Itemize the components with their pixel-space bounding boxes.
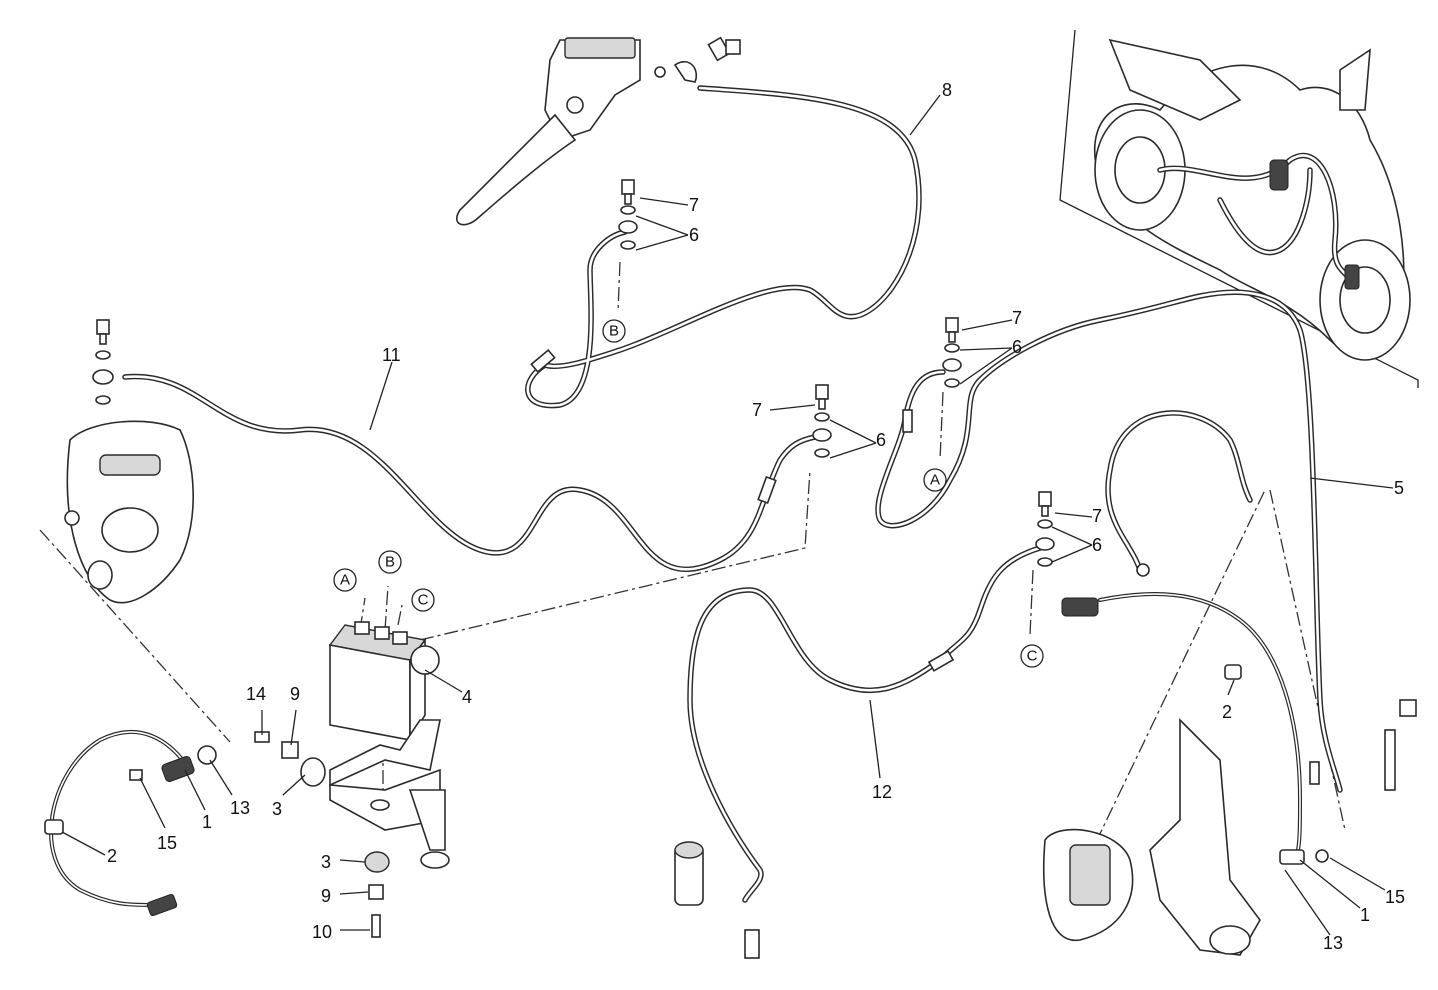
ref-circle-c: C	[1020, 644, 1044, 668]
svg-text:A: A	[930, 472, 940, 489]
rear-caliper	[1042, 563, 1417, 956]
front-caliper	[64, 420, 194, 604]
callout-5: 5	[1394, 478, 1404, 498]
svg-text:B: B	[385, 554, 395, 571]
callout-6: 6	[689, 225, 699, 245]
callout-10: 10	[312, 922, 332, 942]
callout-7: 7	[689, 195, 699, 215]
front-speed-sensor	[44, 745, 217, 917]
svg-text:C: C	[418, 592, 429, 609]
callout-6: 6	[876, 430, 886, 450]
callout-14: 14	[246, 684, 266, 704]
svg-text:C: C	[1027, 648, 1038, 665]
callout-9: 9	[290, 684, 300, 704]
abs-modulator	[254, 621, 450, 938]
ref-circle-a: A	[333, 568, 357, 592]
callout-1: 1	[202, 812, 212, 832]
callout-9: 9	[321, 886, 331, 906]
callout-2: 2	[107, 846, 117, 866]
callout-11: 11	[382, 345, 401, 365]
callout-8: 8	[942, 80, 952, 100]
front-master-cylinder	[455, 36, 741, 226]
leader-lines	[61, 94, 1394, 936]
callout-13: 13	[1323, 933, 1343, 953]
banjo-fittings	[92, 179, 1320, 785]
svg-text:A: A	[340, 572, 350, 589]
callout-7: 7	[1092, 506, 1102, 526]
ref-circle-c: C	[411, 588, 435, 612]
callout-13: 13	[230, 798, 250, 818]
callout-12: 12	[872, 782, 892, 802]
callout-1: 1	[1360, 905, 1370, 925]
ref-circle-a: A	[923, 468, 947, 492]
hose-8	[525, 85, 922, 409]
callouts: 8 7 6 B 11 7 6 7 6 A 5 7 6 C 12 A B C 4 …	[107, 80, 1405, 953]
brake-hoses	[49, 85, 1343, 907]
callout-15: 15	[157, 833, 177, 853]
callout-15: 15	[1385, 887, 1405, 907]
callout-4: 4	[462, 687, 472, 707]
motorcycle-inset	[1059, 29, 1419, 388]
callout-6: 6	[1092, 535, 1102, 555]
callout-2: 2	[1222, 702, 1232, 722]
rear-master-cylinder	[674, 841, 760, 959]
callout-3: 3	[321, 852, 331, 872]
ref-circle-b: B	[602, 319, 626, 343]
callout-6: 6	[1012, 337, 1022, 357]
svg-text:B: B	[609, 323, 619, 340]
ref-circle-b: B	[378, 550, 402, 574]
front-sensor-cable	[49, 729, 192, 907]
callout-7: 7	[1012, 308, 1022, 328]
guide-lines	[39, 261, 1346, 866]
callout-7: 7	[752, 400, 762, 420]
hose-11	[122, 373, 818, 572]
callout-3: 3	[272, 799, 282, 819]
